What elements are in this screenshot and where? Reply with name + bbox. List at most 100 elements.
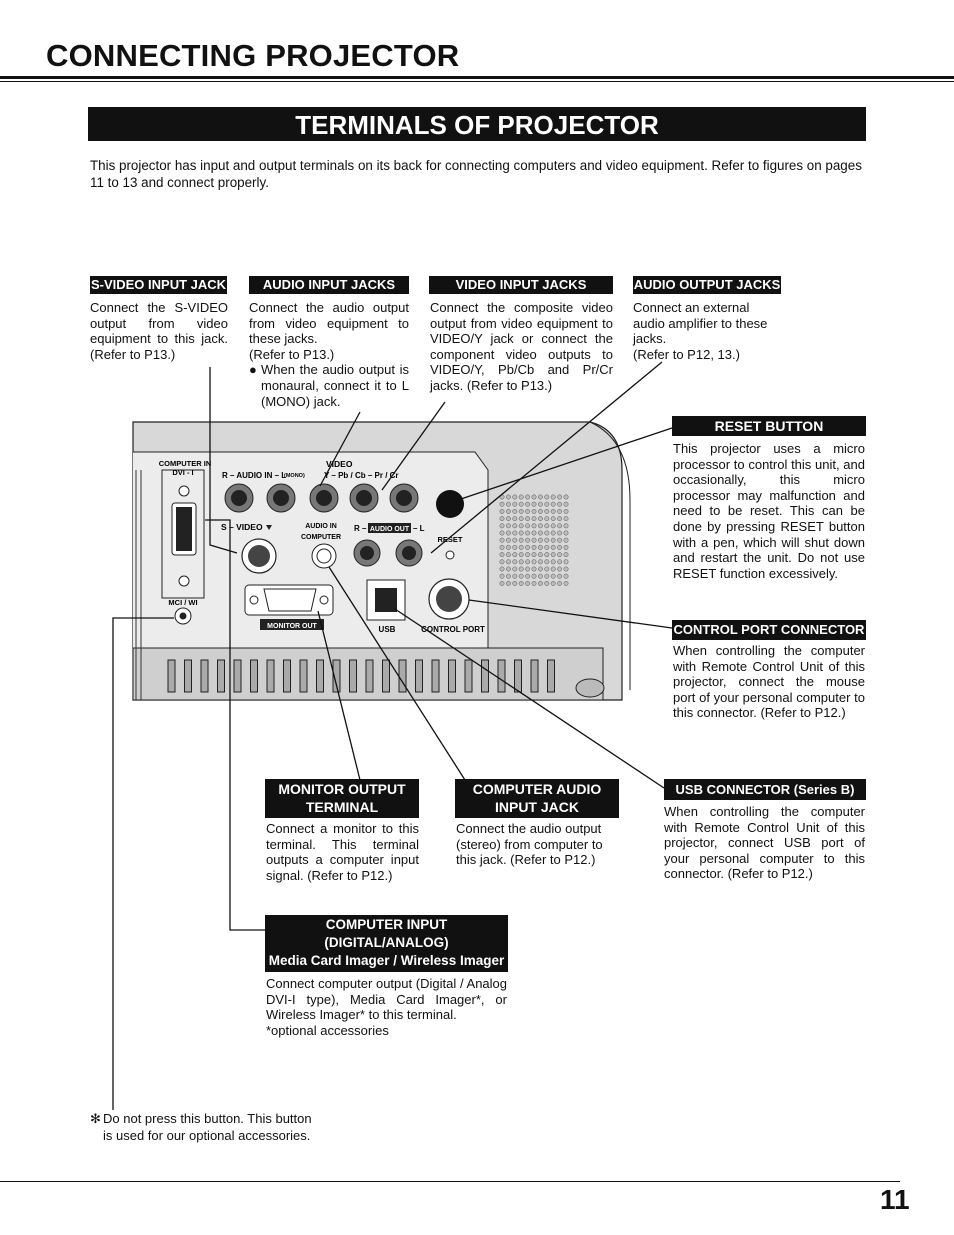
asterisk-icon: ✻: [90, 1111, 101, 1126]
vent-hole: [557, 537, 563, 543]
vent-hole: [518, 544, 524, 550]
footnote: ✻Do not press this button. This button i…: [90, 1110, 340, 1144]
vent-hole: [531, 501, 537, 507]
panel-label-mci-wi: MCI / WI: [168, 598, 197, 607]
computer-input-label-line3: TERMINAL: [351, 971, 422, 986]
video-jacks: [309, 483, 419, 513]
vent-hole: [499, 544, 505, 550]
vent-hole: [531, 537, 537, 543]
panel-label-dvi: DVI - I: [172, 468, 193, 477]
panel-label-video-row: Y – Pb / Cb – Pr / Cr: [324, 471, 399, 480]
vent-hole: [550, 494, 556, 500]
vent-hole: [557, 516, 563, 522]
vent-slot: [299, 659, 308, 693]
vent-hole: [563, 516, 569, 522]
vent-hole: [512, 566, 518, 572]
vent-hole: [512, 516, 518, 522]
vent-hole: [550, 580, 556, 586]
vent-hole: [512, 494, 518, 500]
vent-slot: [266, 659, 275, 693]
audio-input-label: AUDIO INPUT JACKS: [249, 276, 409, 294]
vent-hole: [499, 559, 505, 565]
computer-input-label-line1: COMPUTER INPUT (DIGITAL/ANALOG): [324, 917, 449, 950]
vent-slot: [217, 659, 225, 693]
vent-hole: [505, 523, 511, 529]
vent-hole: [550, 566, 556, 572]
vent-slot: [233, 659, 242, 693]
vent-hole: [505, 530, 511, 536]
vent-hole: [537, 573, 543, 579]
vent-hole: [557, 508, 563, 514]
vent-hole: [557, 573, 563, 579]
vent-hole: [563, 501, 569, 507]
vent-slot: [530, 659, 539, 693]
vent-hole: [505, 516, 511, 522]
audio-in-jacks: [224, 483, 296, 513]
audio-input-bullet-text: When the audio output is monaural, conne…: [261, 362, 409, 409]
vent-hole: [518, 523, 524, 529]
monitor-output-label: MONITOR OUTPUT TERMINAL: [265, 779, 419, 818]
vent-hole: [531, 559, 537, 565]
vent-hole: [518, 494, 524, 500]
vent-hole: [505, 573, 511, 579]
vent-hole: [557, 552, 563, 558]
usb-description: When controlling the computer with Remot…: [664, 804, 865, 882]
vent-hole: [512, 573, 518, 579]
vent-hole: [518, 566, 524, 572]
vent-slot: [514, 659, 522, 693]
vent-hole: [544, 559, 550, 565]
leader-lines: [112, 361, 673, 1110]
vent-hole: [525, 530, 531, 536]
vent-hole: [563, 544, 569, 550]
vent-hole: [505, 537, 511, 543]
page-title: CONNECTING PROJECTOR: [46, 38, 460, 73]
vent-hole: [499, 552, 505, 558]
panel-label-monitor-out: MONITOR OUT: [267, 623, 317, 630]
audio-output-label: AUDIO OUTPUT JACKS: [633, 276, 781, 294]
footer-rule: [0, 1181, 900, 1182]
reset-label: RESET BUTTON: [672, 416, 866, 436]
panel-label-l: – L: [413, 524, 425, 533]
vent-hole: [518, 508, 524, 514]
reset-description: This projector uses a micro processor to…: [673, 441, 865, 581]
computer-input-description: Connect computer output (Digital / Analo…: [266, 976, 507, 1038]
vent-hole: [512, 508, 518, 514]
vent-hole: [499, 573, 505, 579]
vent-hole: [525, 537, 531, 543]
section-banner: TERMINALS OF PROJECTOR: [88, 107, 866, 141]
vent-hole: [563, 508, 569, 514]
vent-hole: [557, 523, 563, 529]
vent-hole: [518, 559, 524, 565]
vent-hole: [544, 501, 550, 507]
vent-hole: [544, 508, 550, 514]
footnote-line2: is used for our optional accessories.: [103, 1128, 311, 1143]
svideo-description: Connect the S-VIDEO output from video eq…: [90, 300, 228, 362]
vent-hole: [525, 516, 531, 522]
vent-hole: [544, 552, 550, 558]
monitor-output-label-line2: TERMINAL: [305, 799, 379, 815]
vent-hole: [531, 494, 537, 500]
computer-audio-label-line1: COMPUTER AUDIO: [472, 781, 602, 797]
vent-hole: [544, 530, 550, 536]
vent-hole: [505, 508, 511, 514]
vent-hole: [518, 552, 524, 558]
vent-hole: [518, 537, 524, 543]
vent-hole: [550, 537, 556, 543]
vent-hole: [544, 573, 550, 579]
vent-hole: [499, 516, 505, 522]
vent-hole: [563, 559, 569, 565]
vent-hole: [531, 523, 537, 529]
intro-paragraph: This projector has input and output term…: [90, 158, 862, 190]
vent-hole: [531, 544, 537, 550]
vent-hole: [557, 530, 563, 536]
vent-hole: [537, 508, 543, 514]
vent-slot: [200, 659, 209, 693]
vent-hole: [505, 501, 511, 507]
vent-hole: [563, 530, 569, 536]
vent-hole: [544, 523, 550, 529]
vent-hole: [531, 552, 537, 558]
vent-hole: [537, 530, 543, 536]
vent-grille: [499, 494, 569, 586]
vent-hole: [531, 508, 537, 514]
